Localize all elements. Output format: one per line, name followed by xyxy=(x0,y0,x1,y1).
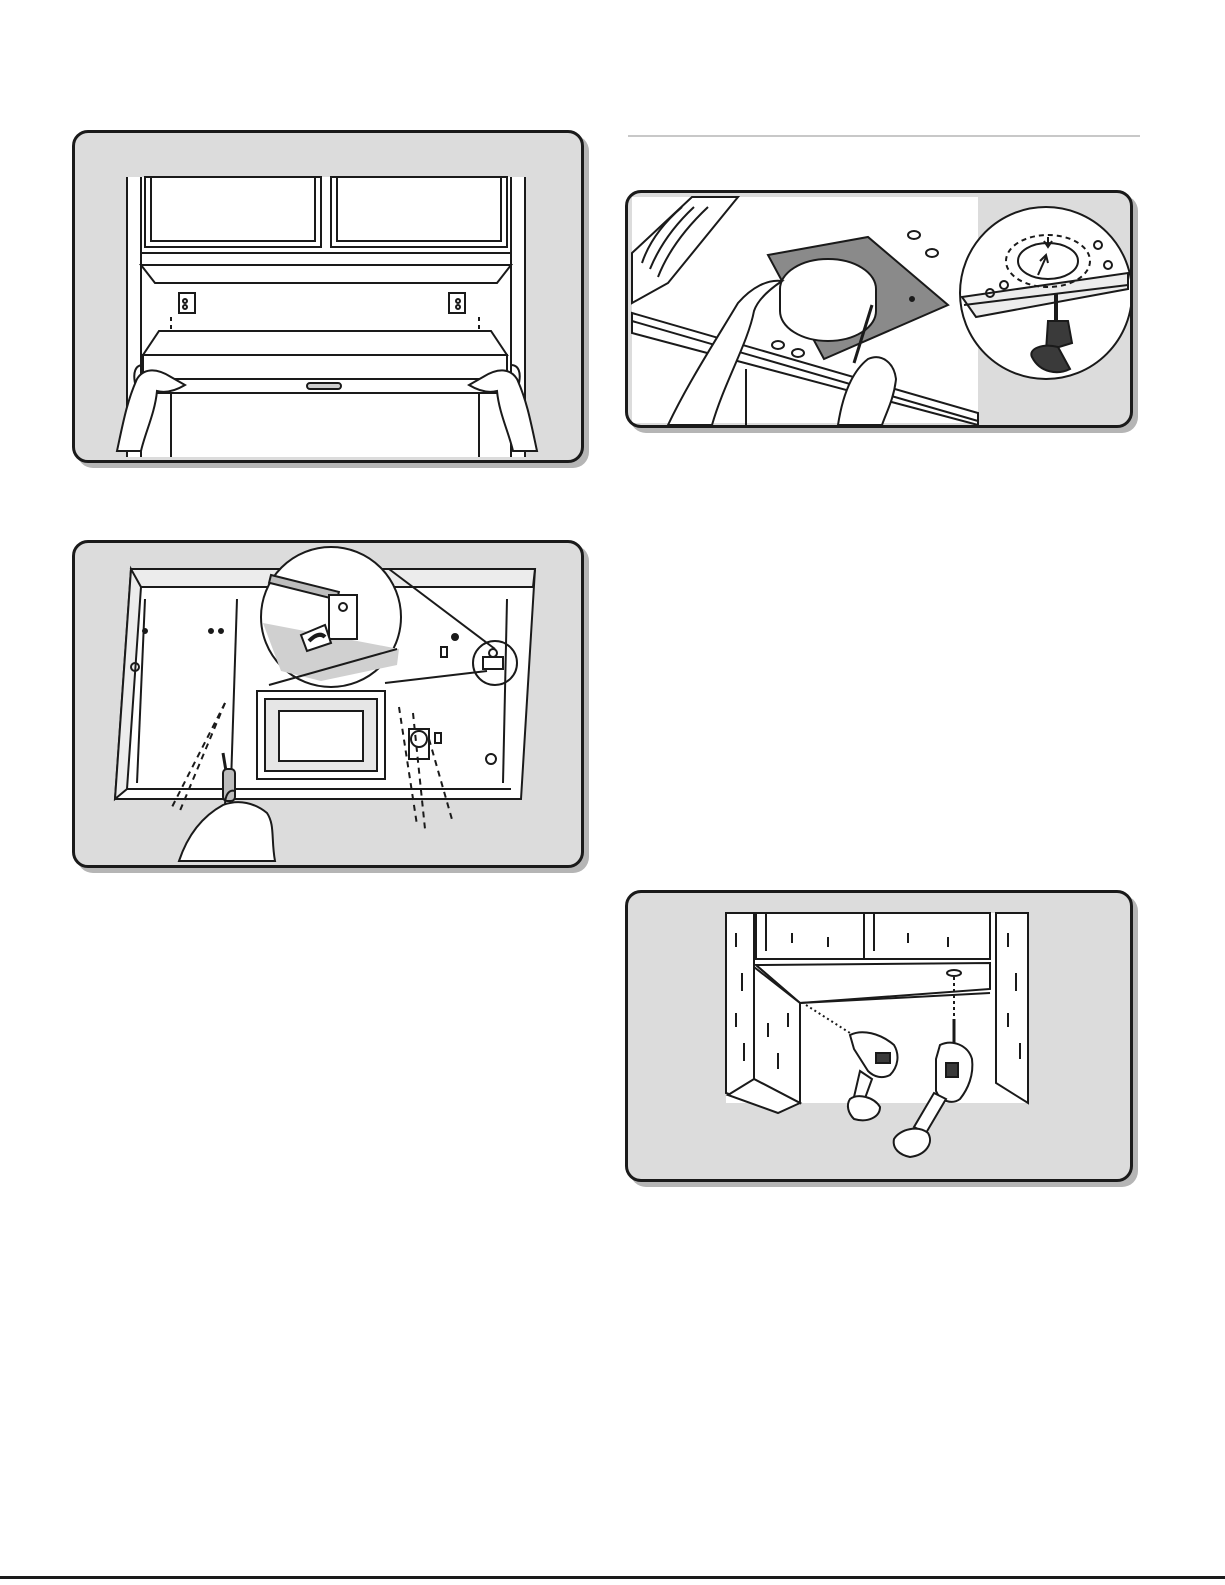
footer-rule xyxy=(0,1576,1225,1579)
figure-hood-underside xyxy=(72,540,584,868)
screwdriver-hood-bottom-illustration xyxy=(75,543,581,865)
figure-drill-holes xyxy=(625,890,1133,1182)
section-rule xyxy=(628,135,1140,137)
drill-cabinet-illustration xyxy=(628,893,1130,1179)
cabinet-template-tracing-illustration xyxy=(628,193,1130,425)
figure-template-trace xyxy=(625,190,1133,428)
hands-lifting-hood-illustration xyxy=(75,133,581,460)
figure-lift-hood xyxy=(72,130,584,463)
